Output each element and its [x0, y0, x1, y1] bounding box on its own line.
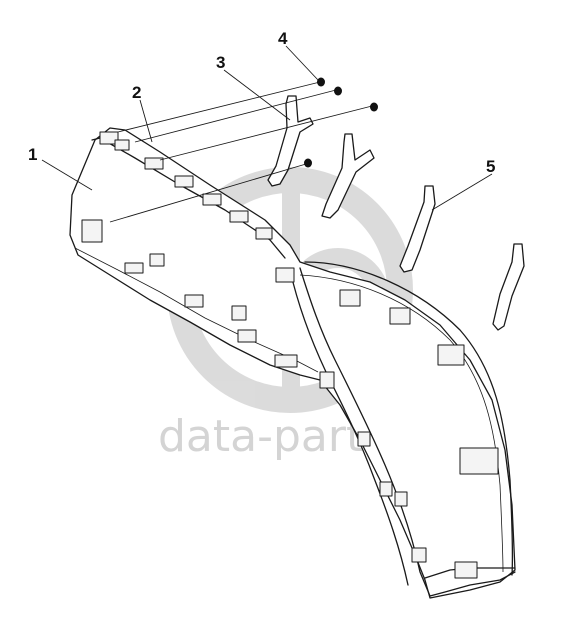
callout-1: 1: [28, 145, 37, 164]
fastener-axes: [109, 81, 373, 223]
nut-icon: [370, 102, 378, 112]
callout-2: 2: [132, 83, 141, 102]
fender-clips: [81, 131, 499, 579]
nut-icons: [304, 77, 378, 168]
callout-leaders: [41, 45, 493, 211]
callout-3: 3: [216, 53, 225, 72]
bracket-upper: [267, 95, 375, 219]
nut-icon: [334, 86, 342, 96]
callout-5: 5: [486, 157, 495, 176]
nut-icon: [304, 158, 312, 168]
callout-4: 4: [278, 29, 288, 48]
callouts: 1 2 3 4 5: [28, 29, 495, 176]
nut-icon: [317, 77, 325, 87]
bracket-lower: [399, 185, 525, 331]
